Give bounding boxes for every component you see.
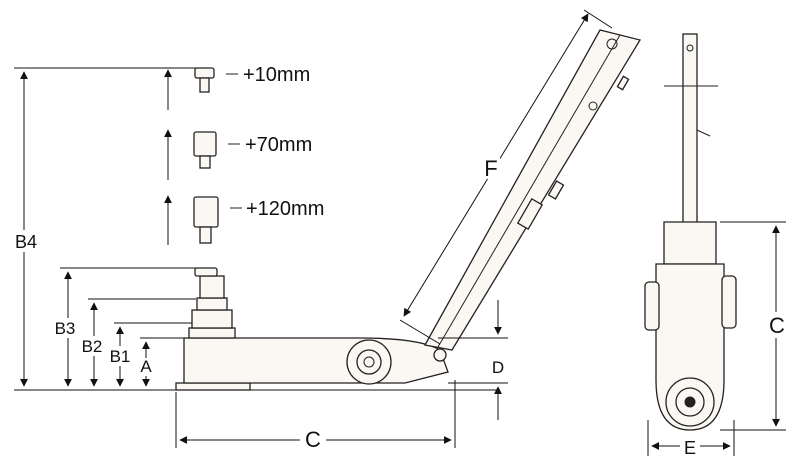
jack-rear-view (644, 33, 737, 431)
b1-label-bg (105, 346, 135, 366)
jack-saddle (194, 267, 218, 277)
jack-handle-clip (616, 75, 630, 91)
f-label-bg (480, 155, 500, 179)
c-side-label: C (769, 313, 785, 338)
extension-70mm-stem (199, 155, 211, 169)
b2-label: B2 (82, 337, 103, 356)
rear-right-wheel (721, 275, 737, 329)
e-label: E (684, 438, 696, 458)
jack-wheel-axle (363, 356, 375, 368)
f-lower-extension (399, 319, 441, 345)
rear-left-wheel (644, 281, 660, 331)
jack-handle-pivot (433, 348, 447, 362)
extension-70mm-head (193, 131, 217, 157)
rear-handle-tube (682, 33, 698, 245)
b2-label-bg (78, 336, 108, 356)
rear-handle-clip (696, 129, 711, 137)
b4-label: B4 (15, 232, 37, 252)
f-upper-extension (583, 9, 613, 29)
jack-handle-tube (423, 29, 642, 351)
extension-10mm-head (194, 67, 215, 79)
b1-label: B1 (110, 347, 131, 366)
a-label-bg (138, 358, 154, 376)
jack-handle-centerline (437, 34, 621, 348)
c-bottom-label: C (305, 427, 321, 452)
jack-body (183, 337, 449, 384)
jack-cylinder-stage-3 (196, 297, 228, 311)
b3-label: B3 (55, 319, 76, 338)
jack-wheel-hub (356, 349, 382, 375)
extension-120mm: +120mm (164, 195, 324, 245)
extension-120mm-label: +120mm (246, 198, 324, 220)
f-label: F (484, 156, 497, 181)
extension-10mm-stem (199, 77, 210, 93)
rear-roller-axle (684, 396, 696, 408)
d-label: D (492, 358, 504, 377)
jack-cylinder-stage-2 (191, 309, 233, 329)
extension-10mm: +10mm (164, 64, 310, 110)
jack-base-plate (175, 382, 251, 391)
extension-120mm-stem (199, 226, 212, 244)
b4-label-bg (10, 230, 42, 252)
jack-cylinder-stage-1 (188, 327, 236, 339)
extension-70mm-label: +70mm (245, 134, 312, 156)
jack-handle-grip-ring (606, 38, 618, 50)
rear-handle-hole (686, 44, 694, 52)
extension-70mm: +70mm (164, 129, 312, 180)
jack-handle-hole (588, 101, 598, 111)
rear-housing-top (663, 221, 717, 265)
b3-label-bg (51, 318, 81, 338)
c-side-label-bg (766, 312, 788, 338)
c-bottom-label-bg (300, 426, 326, 452)
extension-10mm-label: +10mm (243, 64, 310, 86)
e-label-bg (680, 437, 700, 459)
jack-cylinder-stage-4 (199, 275, 225, 299)
extension-120mm-head (193, 196, 219, 228)
a-label: A (140, 357, 152, 376)
